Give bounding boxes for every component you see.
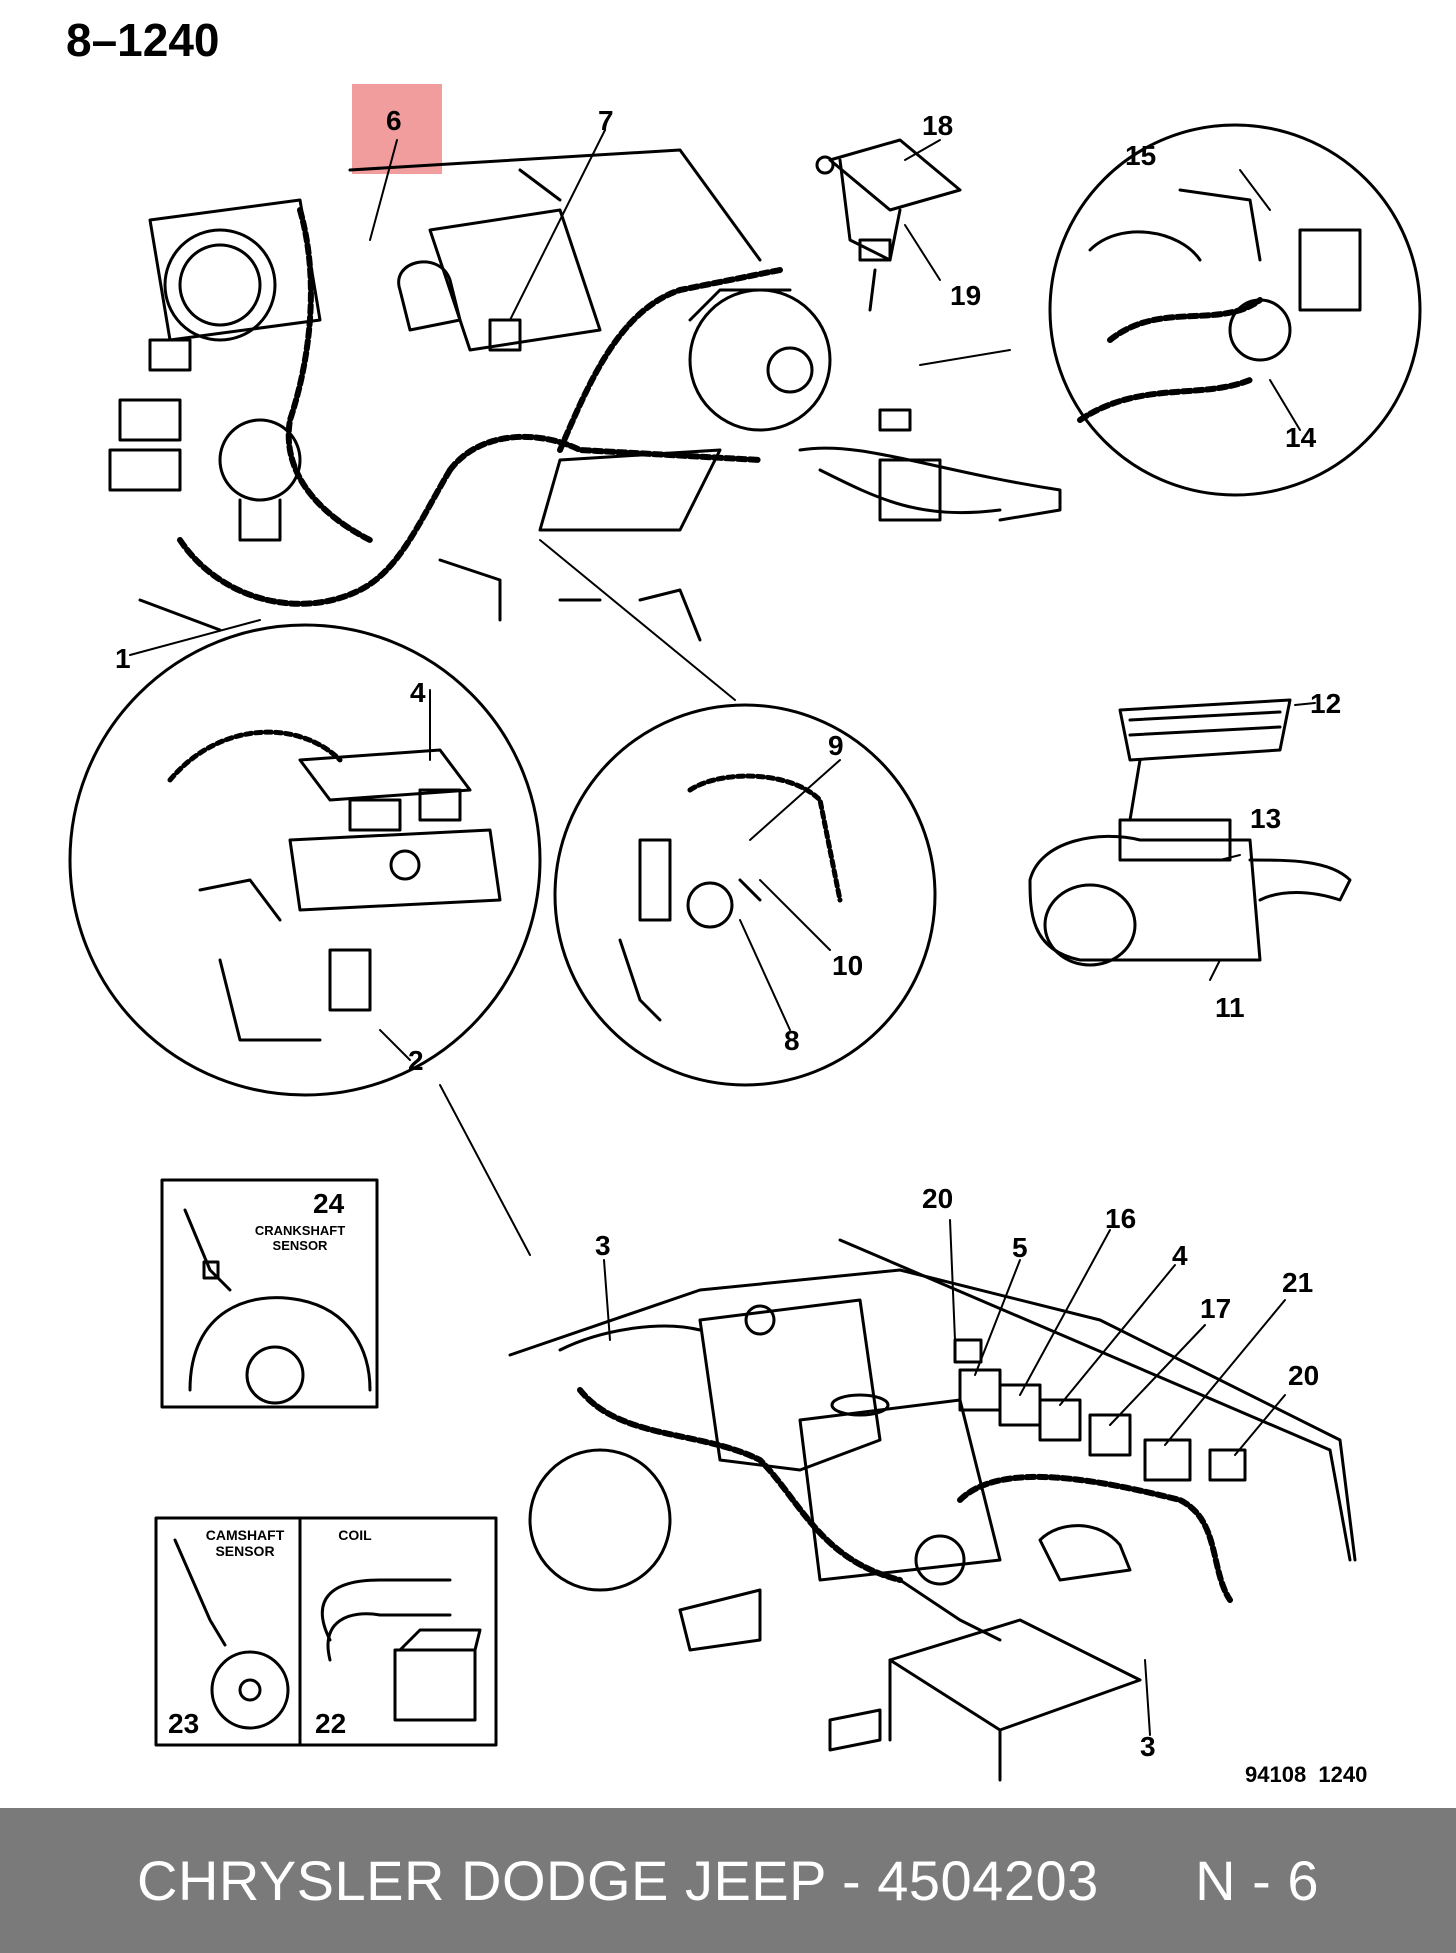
inset-box-24-crankshaft xyxy=(160,1178,379,1409)
callout-20a: 20 xyxy=(922,1183,953,1214)
footer-position: N - 6 xyxy=(1195,1849,1319,1912)
inset-box-22-23 xyxy=(154,1516,498,1747)
callout-20b: 20 xyxy=(1288,1360,1319,1391)
callout-6: 6 xyxy=(386,105,402,136)
callout-2: 2 xyxy=(408,1045,424,1076)
inset-circle-14-15 xyxy=(1048,123,1422,497)
callout-21: 21 xyxy=(1282,1267,1313,1298)
callouts: 1 2 3 4 5 6 7 8 9 10 11 12 13 14 15 16 1… xyxy=(115,105,1341,1762)
inset-circle-9-10-8 xyxy=(553,703,937,1087)
callout-9: 9 xyxy=(828,730,844,761)
callout-8: 8 xyxy=(784,1025,800,1056)
callout-10: 10 xyxy=(832,950,863,981)
callout-19: 19 xyxy=(950,280,981,311)
callout-11: 11 xyxy=(1215,992,1245,1023)
callout-4: 4 xyxy=(410,677,426,708)
callout-15: 15 xyxy=(1125,140,1156,171)
callout-23: 23 xyxy=(168,1708,199,1739)
callout-22: 22 xyxy=(315,1708,346,1739)
footer-brand-part: CHRYSLER DODGE JEEP - 4504203 xyxy=(137,1849,1099,1912)
callout-24: 24 xyxy=(313,1188,345,1219)
footer-text: CHRYSLER DODGE JEEP - 4504203 N - 6 xyxy=(137,1848,1319,1913)
engine-bay-bottom xyxy=(508,1219,1357,1782)
callout-5: 5 xyxy=(1012,1232,1028,1263)
callout-13: 13 xyxy=(1250,803,1281,834)
callout-14: 14 xyxy=(1285,422,1317,453)
drawing-number: 94108 1240 xyxy=(1245,1762,1367,1787)
callout-17: 17 xyxy=(1200,1293,1231,1324)
inset-circle-4-2 xyxy=(68,623,542,1256)
callout-7: 7 xyxy=(598,105,614,136)
engine-top-illustration xyxy=(108,129,1062,701)
callout-3: 3 xyxy=(595,1230,611,1261)
callout-16: 16 xyxy=(1105,1203,1136,1234)
footer-bar: CHRYSLER DODGE JEEP - 4504203 N - 6 xyxy=(0,1808,1456,1953)
callout-1: 1 xyxy=(115,643,131,674)
callout-4b: 4 xyxy=(1172,1240,1188,1271)
wiring-diagram: 8–1240 xyxy=(66,14,1422,1787)
callout-12: 12 xyxy=(1310,688,1341,719)
starter-11-12-13 xyxy=(1028,698,1352,981)
callout-18: 18 xyxy=(922,110,953,141)
callout-3b: 3 xyxy=(1140,1731,1156,1762)
relay-part-18-19 xyxy=(815,138,962,312)
highlight-box xyxy=(352,84,442,174)
coil-label: COIL xyxy=(338,1527,372,1543)
page-code: 8–1240 xyxy=(66,14,220,66)
